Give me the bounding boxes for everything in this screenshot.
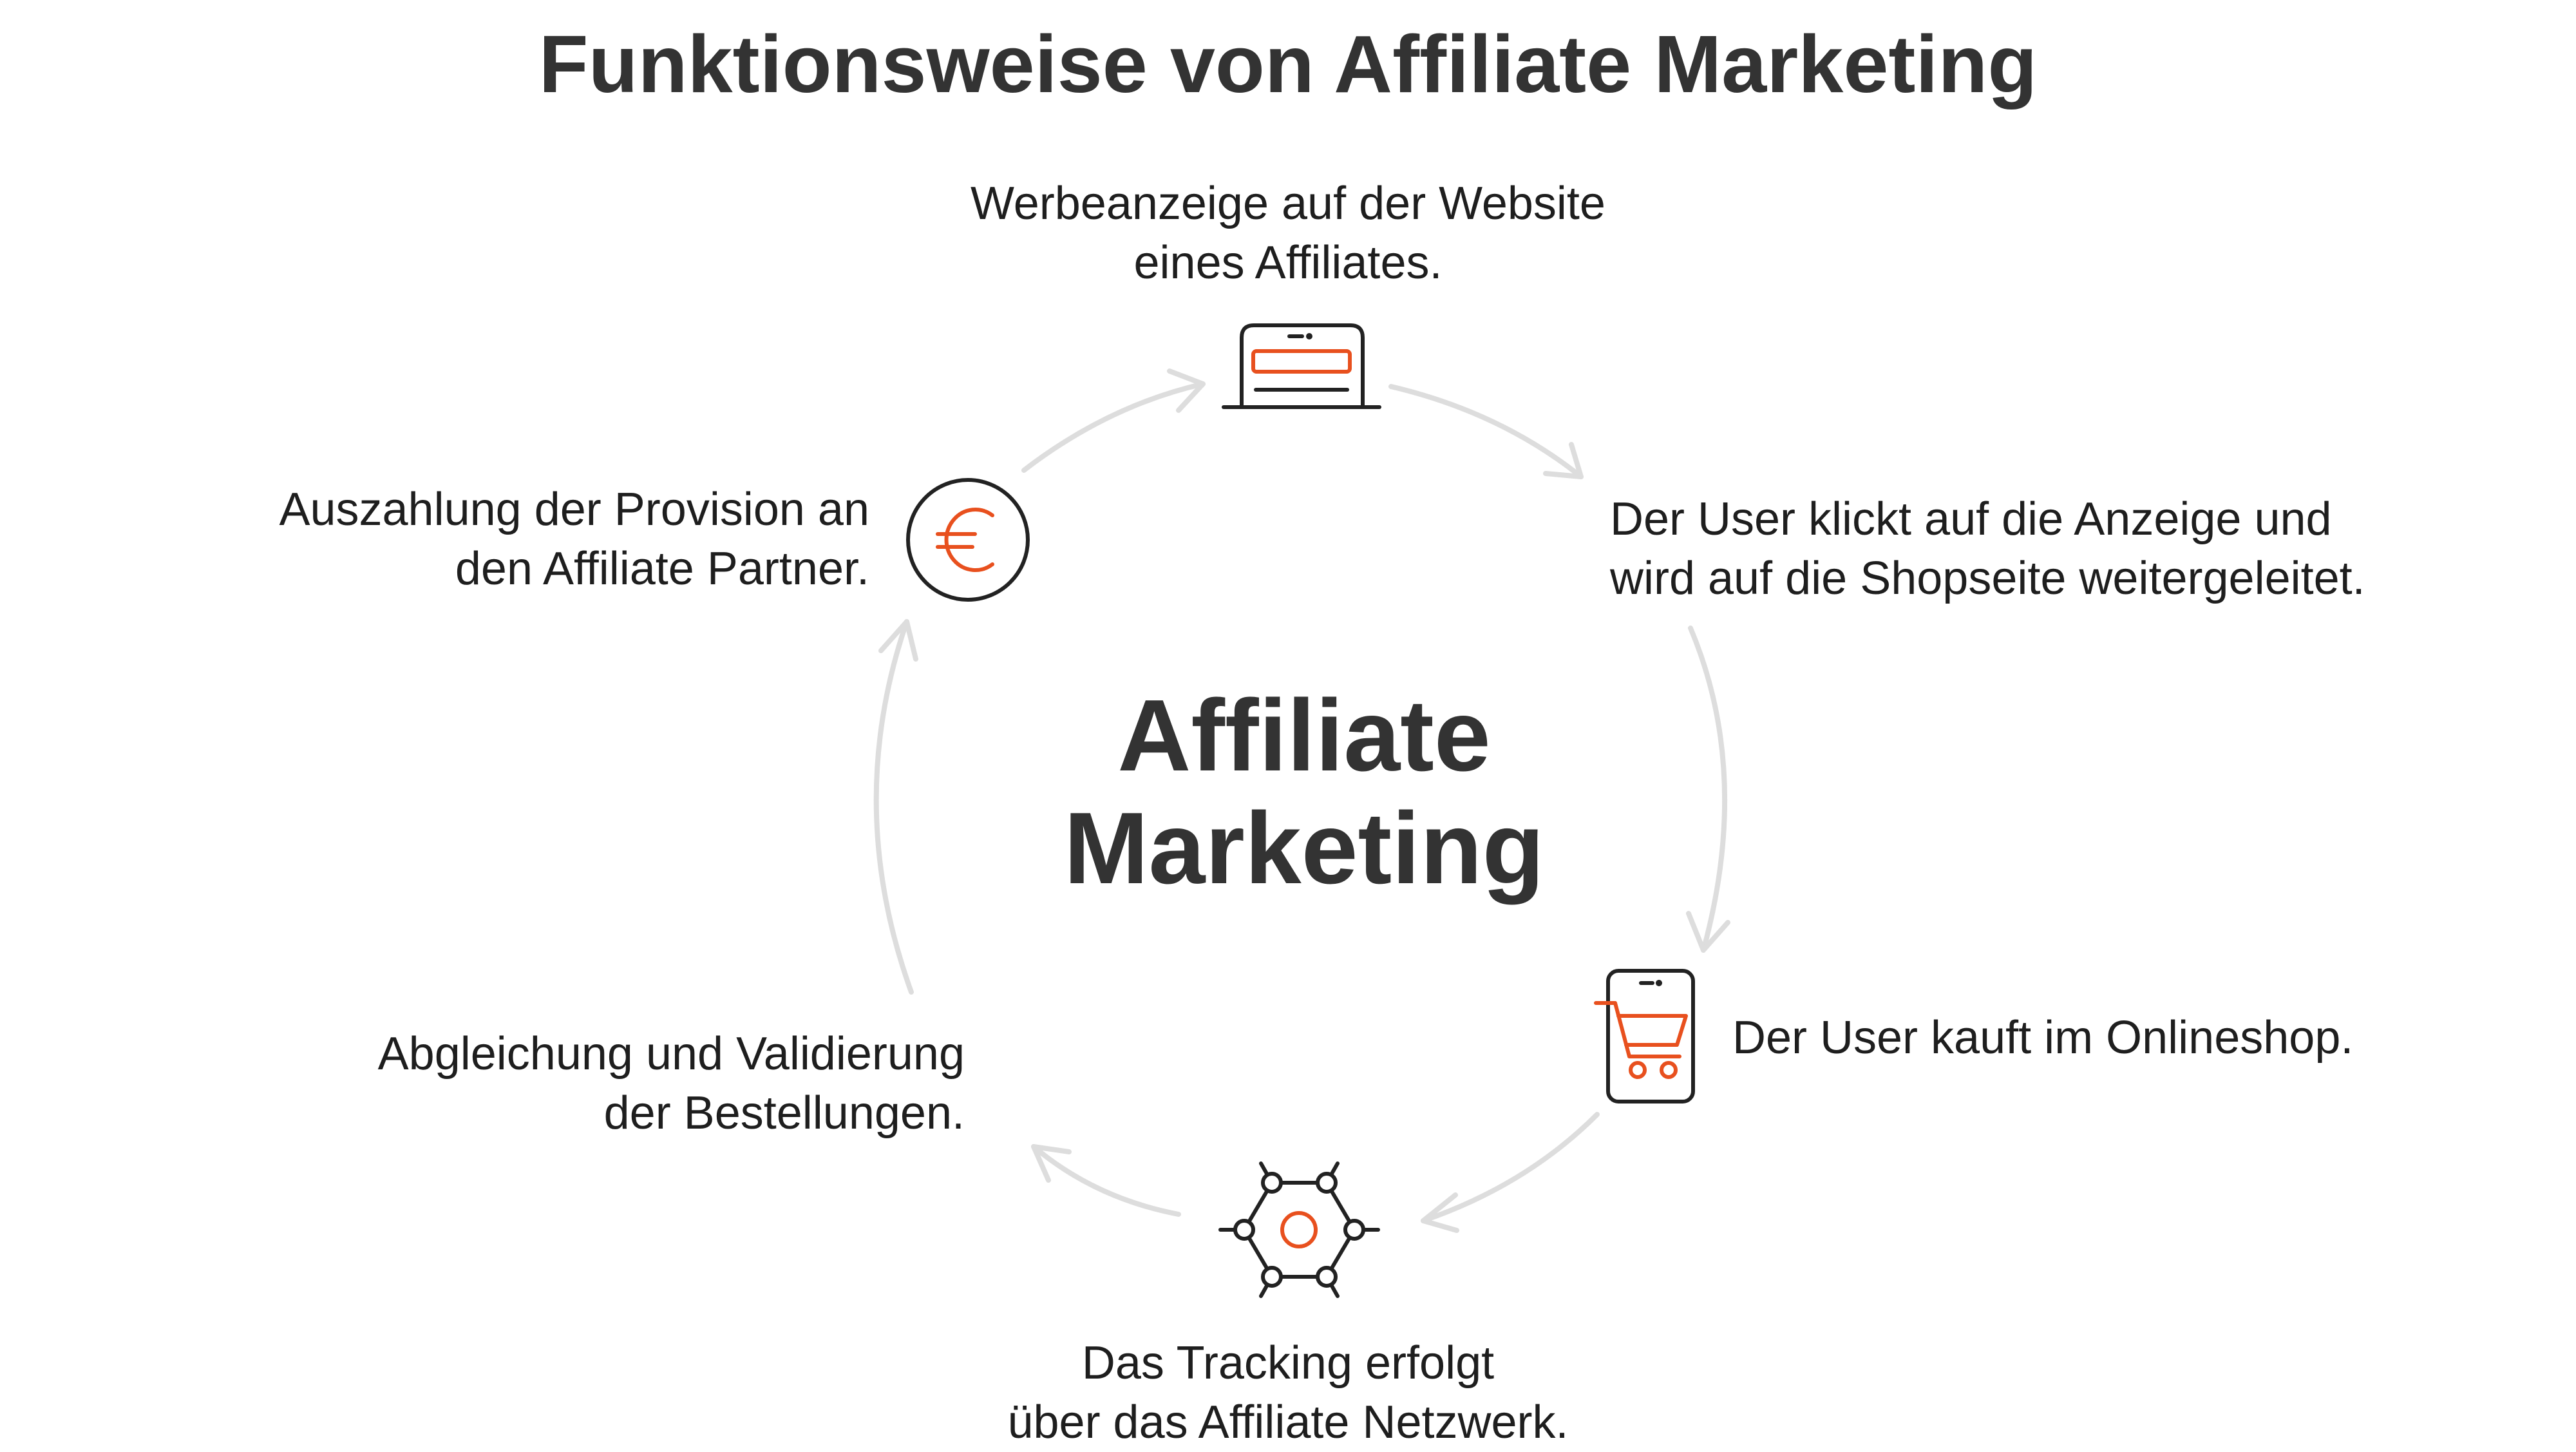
arrow-tracking-to-validation: [1031, 1144, 1181, 1217]
step-payout-line2: den Affiliate Partner.: [455, 543, 869, 595]
arrow-ad-to-click: [1388, 384, 1584, 479]
step-purchase-line1: Der User kauft im Onlineshop.: [1732, 1012, 2354, 1064]
step-tracking-network: Das Tracking erfolgt über das Affiliate …: [902, 1333, 1674, 1452]
step-ad-on-website: Werbeanzeige auf der Website eines Affil…: [869, 174, 1707, 292]
arrow-validation-to-payout: [873, 619, 918, 995]
smartphone-cart-icon: [1594, 969, 1695, 1103]
step-user-purchases: Der User kauft im Onlineshop.: [1732, 1008, 2505, 1067]
center-label-line1: Affiliate: [1117, 679, 1491, 792]
diagram-title: Funktionsweise von Affiliate Marketing: [538, 19, 2038, 110]
step-click-line2: wird auf die Shopseite weitergeleitet.: [1610, 553, 2365, 604]
step-validation-line1: Abgleichung und Validierung: [377, 1028, 965, 1080]
step-ad-line2: eines Affiliates.: [1133, 237, 1443, 289]
laptop-ad-icon: [1222, 323, 1381, 409]
network-hexagon-icon: [1218, 1161, 1380, 1298]
step-validation: Abgleichung und Validierung der Bestellu…: [193, 1024, 965, 1143]
arrow-payout-to-ad: [1021, 368, 1206, 473]
arrow-click-to-purchase: [1686, 626, 1730, 953]
step-payout-line1: Auszahlung der Provision an: [279, 484, 869, 535]
step-click-line1: Der User klickt auf die Anzeige und: [1610, 493, 2332, 545]
step-tracking-line2: über das Affiliate Netzwerk.: [1007, 1397, 1569, 1448]
step-ad-line1: Werbeanzeige auf der Website: [971, 178, 1605, 229]
center-label: Affiliate Marketing: [998, 680, 1610, 905]
step-commission-payout: Auszahlung der Provision an den Affiliat…: [129, 480, 869, 598]
center-label-line2: Marketing: [1063, 792, 1545, 905]
step-user-clicks-ad: Der User klickt auf die Anzeige und wird…: [1610, 490, 2512, 608]
euro-coin-icon: [906, 478, 1030, 602]
step-tracking-line1: Das Tracking erfolgt: [1081, 1337, 1495, 1389]
step-validation-line2: der Bestellungen.: [603, 1087, 965, 1139]
arrow-purchase-to-tracking: [1421, 1112, 1600, 1233]
